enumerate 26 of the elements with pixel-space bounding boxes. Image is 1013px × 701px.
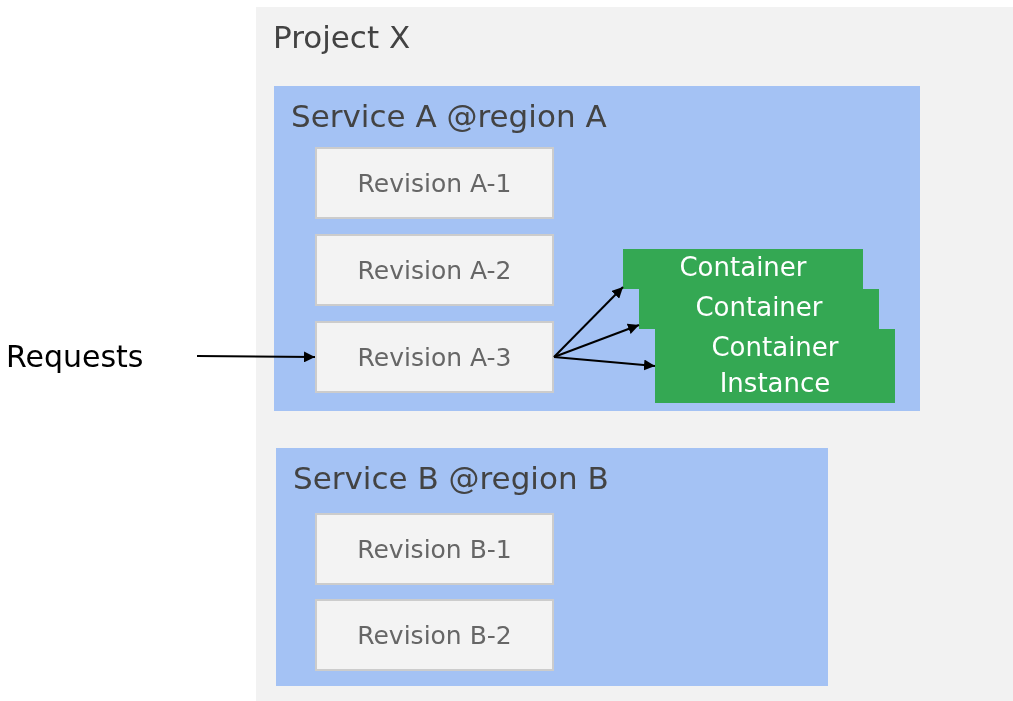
requests-text: Requests bbox=[6, 338, 144, 374]
project-panel bbox=[256, 7, 1013, 701]
panel-title: Service A @region A bbox=[291, 98, 607, 134]
revision-box bbox=[315, 234, 554, 306]
container-label: Container Instance bbox=[710, 331, 840, 400]
container-box bbox=[655, 329, 895, 403]
revision-label: Revision B-2 bbox=[357, 620, 512, 650]
arrow bbox=[553, 323, 640, 358]
container-box bbox=[623, 249, 863, 289]
container-label: Container bbox=[694, 291, 824, 324]
revision-label: Revision B-1 bbox=[357, 534, 512, 564]
panel-title: Project X bbox=[273, 19, 411, 55]
revision-box bbox=[315, 513, 554, 585]
arrow bbox=[553, 356, 656, 371]
revision-box bbox=[315, 599, 554, 671]
container-label: Container bbox=[678, 251, 808, 284]
service-panel bbox=[274, 86, 920, 411]
revision-box bbox=[315, 147, 554, 219]
arrow bbox=[553, 286, 624, 358]
revision-label: Revision A-3 bbox=[357, 342, 512, 372]
arrow bbox=[196, 351, 316, 363]
panel-title: Service B @region B bbox=[293, 460, 609, 496]
revision-label: Revision A-2 bbox=[357, 255, 512, 285]
revision-label: Revision A-1 bbox=[357, 168, 512, 198]
service-panel bbox=[276, 448, 828, 686]
revision-box bbox=[315, 321, 554, 393]
